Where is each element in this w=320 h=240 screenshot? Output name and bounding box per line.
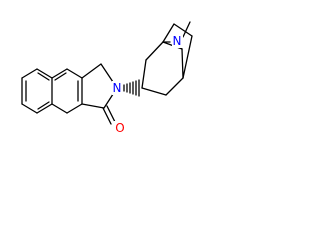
carbonyl-bond	[102, 105, 116, 125]
bicyclic-ring	[141, 21, 193, 96]
atom-label: N	[113, 81, 122, 95]
structure-diagram: N O N	[21, 21, 193, 135]
naphthalene-right-ring	[51, 68, 83, 114]
atom-n-bridge: N	[172, 34, 183, 48]
atom-label: O	[115, 121, 124, 135]
atom-n-lactam: N	[112, 81, 123, 95]
naphthalene-left-ring	[21, 68, 53, 114]
atom-o-carbonyl: O	[114, 121, 125, 135]
dashed-wedge-bond	[123, 79, 140, 97]
atom-label: N	[173, 34, 182, 48]
